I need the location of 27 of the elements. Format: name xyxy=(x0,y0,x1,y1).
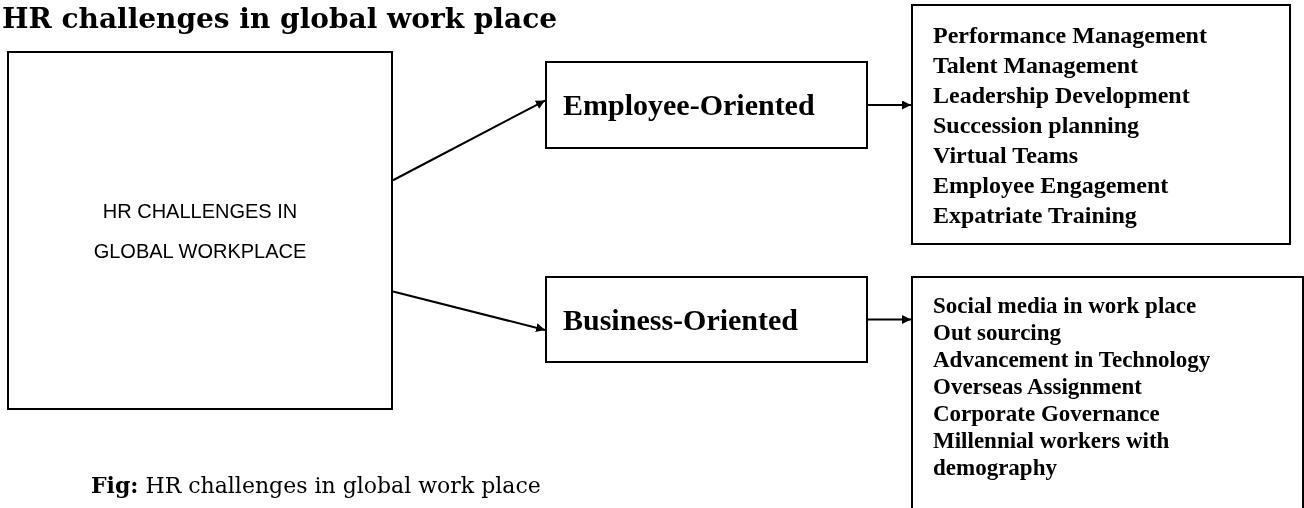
list-box xyxy=(911,4,1291,245)
list-item: Leadership Development xyxy=(933,81,1190,110)
figure-caption: Fig: HR challenges in global work place xyxy=(91,472,541,498)
list-item: Social media in work place xyxy=(933,292,1197,319)
hub-box xyxy=(7,51,393,410)
arrow xyxy=(867,100,912,110)
list-item: Advancement in Technology xyxy=(933,346,1211,373)
category-label: Business-Oriented xyxy=(563,302,799,337)
category-box xyxy=(545,276,868,363)
arrow xyxy=(867,315,912,324)
list-item: Talent Management xyxy=(933,51,1139,80)
list-item: Succession planning xyxy=(933,111,1140,140)
box-label: HR CHALLENGES IN GLOBAL WORKPLACE xyxy=(92,198,308,264)
list-item: Expatriate Training xyxy=(933,201,1137,230)
list-item: Virtual Teams xyxy=(933,141,1079,170)
list-item: Overseas Assignment xyxy=(933,373,1142,400)
category-label: Employee-Oriented xyxy=(563,88,815,122)
category-box xyxy=(545,61,868,149)
arrow xyxy=(392,290,546,333)
list-item: Employee Engagement xyxy=(933,171,1169,200)
arrow xyxy=(392,99,546,182)
list-box xyxy=(911,276,1304,508)
diagram-title: HR challenges in global work place xyxy=(2,2,557,35)
list-item: Millennial workers with demography xyxy=(933,427,1171,481)
list-item: Out sourcing xyxy=(933,319,1062,346)
list-item: Corporate Governance xyxy=(933,400,1160,427)
list-item: Performance Management xyxy=(933,21,1207,50)
